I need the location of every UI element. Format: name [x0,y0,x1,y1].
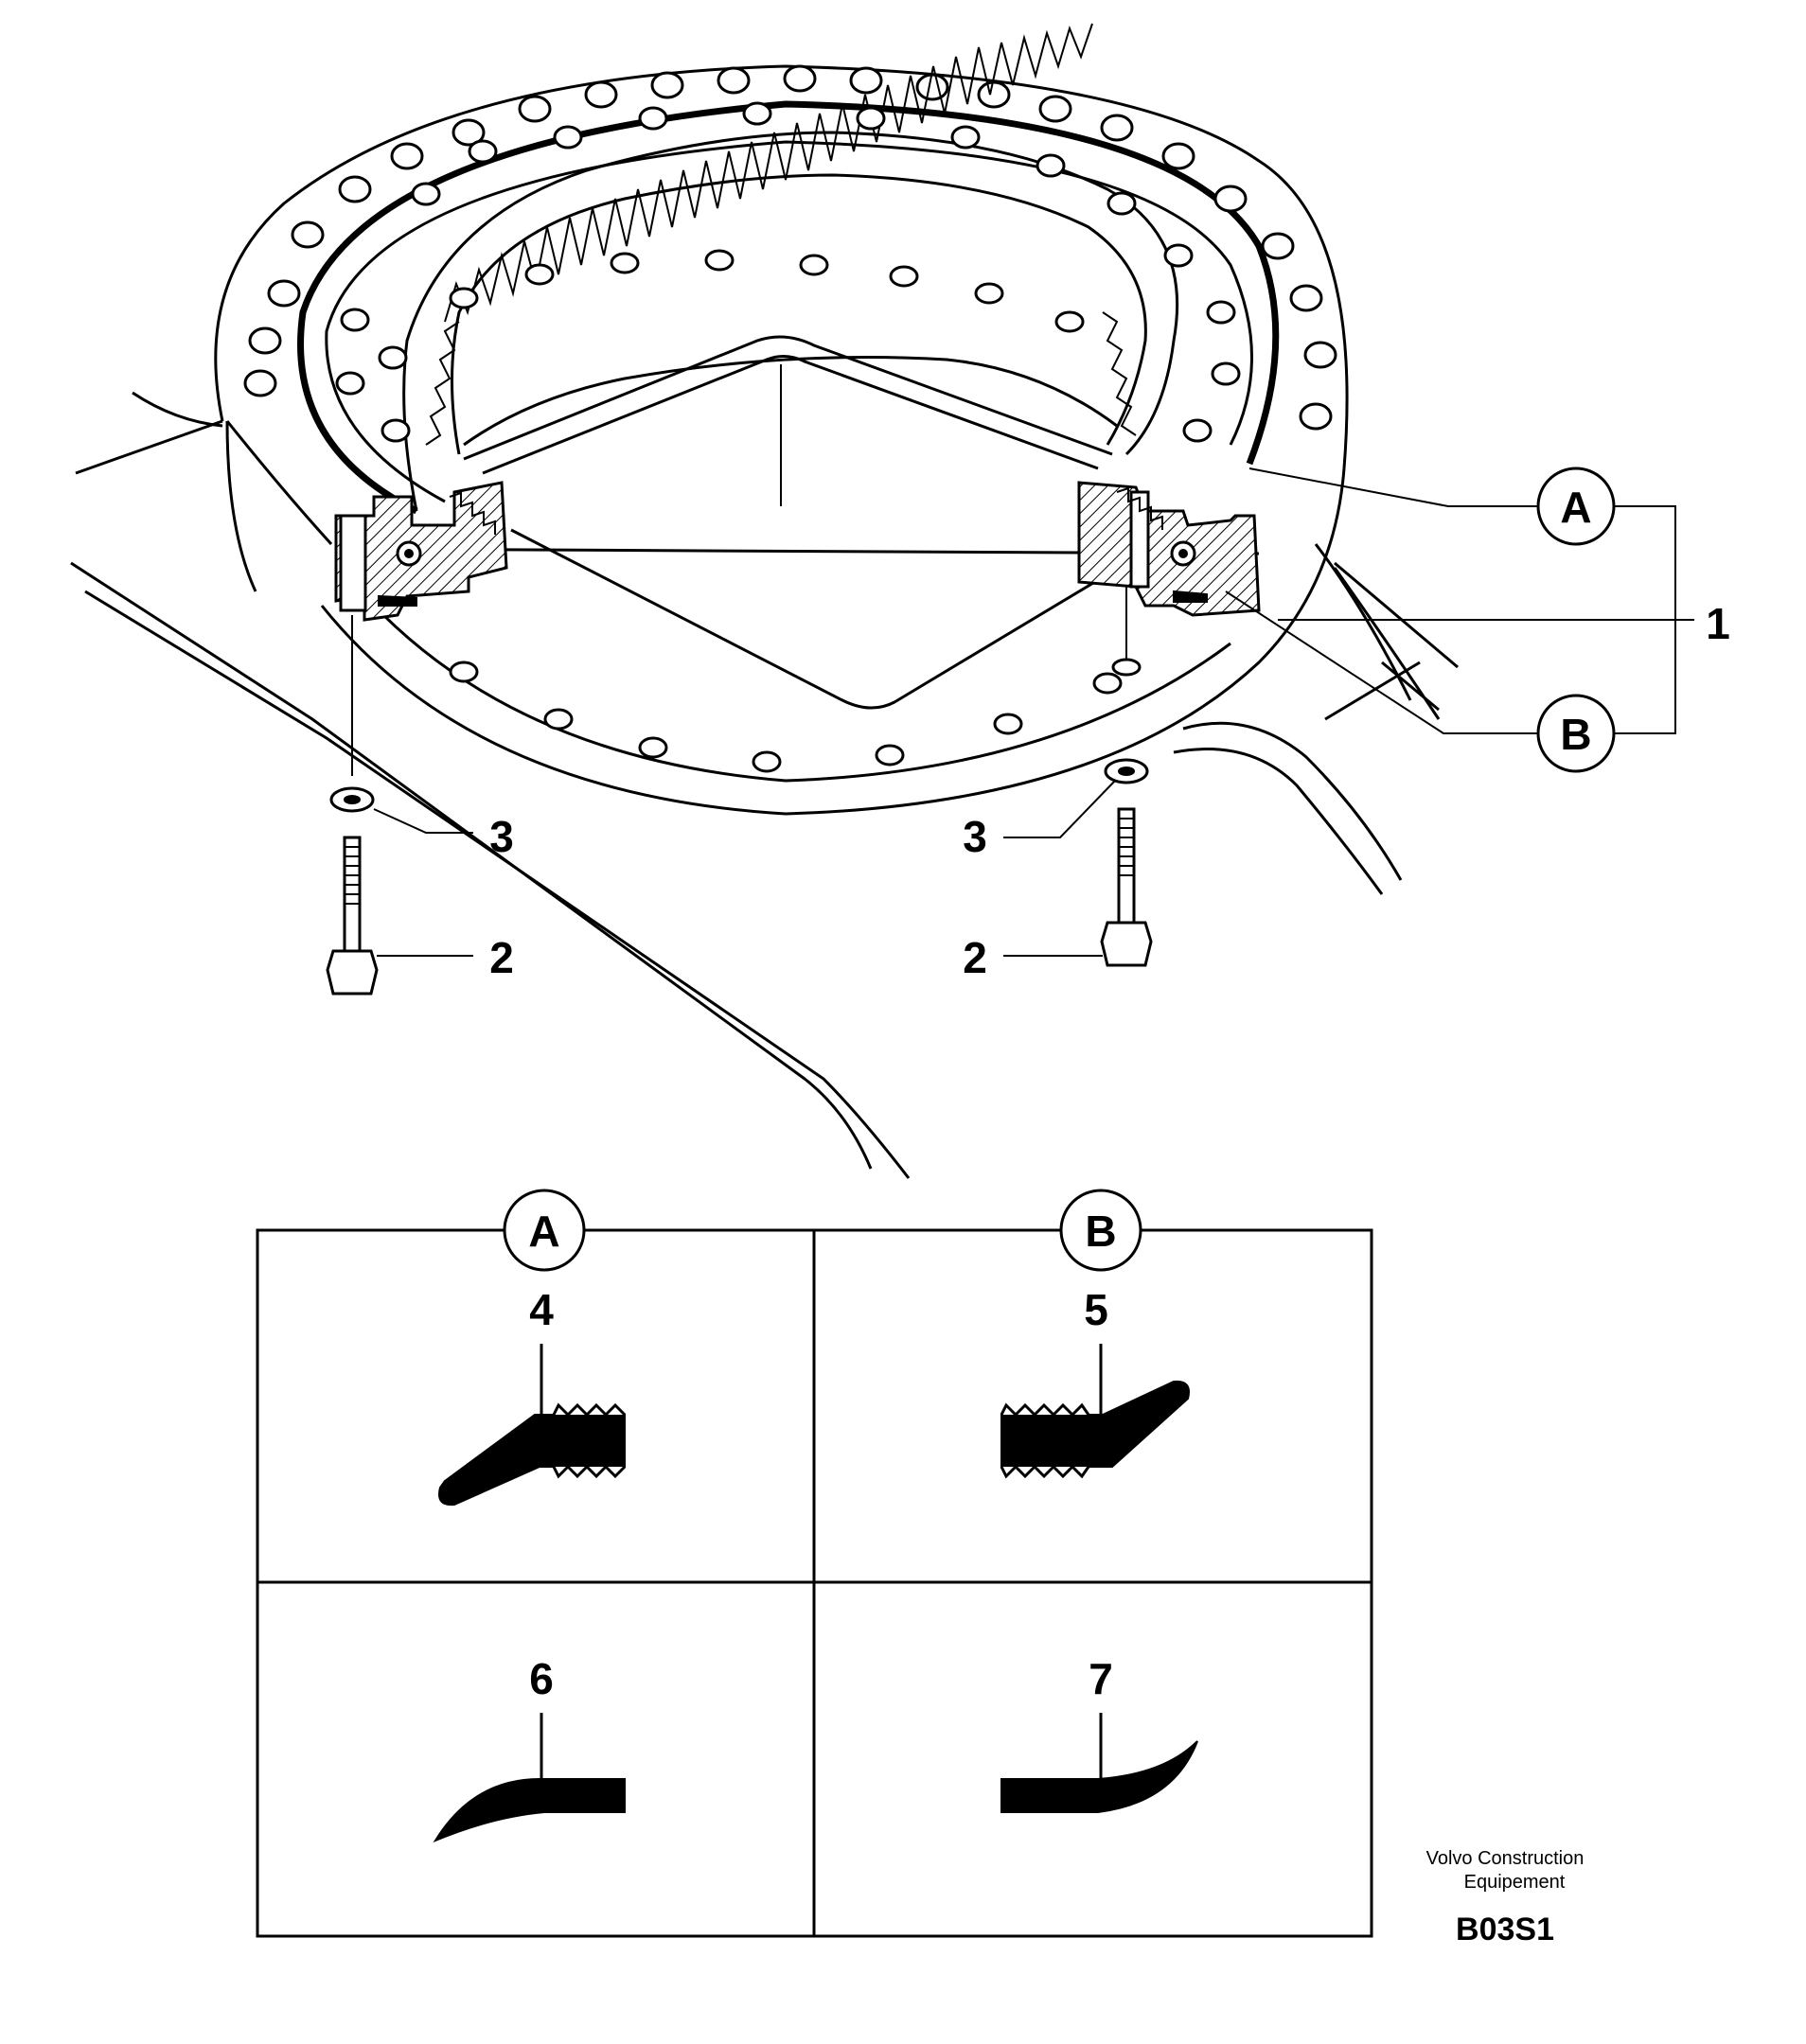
cell-4-number: 4 [529,1285,554,1334]
detail-header-b-text: B [1085,1207,1116,1256]
cell-5-number: 5 [1084,1285,1108,1334]
outer-bolt-holes [243,64,1337,431]
item-number-3-left: 3 [489,812,514,861]
seal-profile-7: 7 [1000,1654,1198,1813]
drawing-code: B03S1 [1456,1912,1554,1947]
callout-a: A [1536,467,1616,546]
frame-bolt-holes [449,249,1123,773]
seal-profile-4: 4 [438,1285,627,1507]
company-name-line1: Volvo Construction [1426,1848,1585,1869]
inner-bolt-holes [335,101,1241,443]
cell-6-number: 6 [529,1654,554,1703]
detail-header-a-text: A [528,1207,559,1256]
right-bolt-assembly [1100,758,1153,967]
left-section-cut [334,481,508,622]
cell-7-number: 7 [1089,1654,1113,1703]
inner-gear [402,23,1179,512]
chassis-outline [70,391,1459,1179]
detail-header-a: A [503,1189,586,1272]
callout-b: B [1536,694,1616,773]
callout-a-text: A [1560,483,1591,532]
right-section-cut [1077,481,1261,677]
item-number-2-right: 2 [963,933,987,982]
turntable-frame [463,335,1113,710]
left-bolt-assembly [326,615,379,996]
callout-b-text: B [1560,710,1591,759]
seal-profile-6: 6 [433,1654,626,1843]
seal-profile-5: 5 [1000,1285,1190,1479]
detail-table [256,1228,1373,1938]
item-number-1: 1 [1706,599,1730,648]
item-number-3-right: 3 [963,812,987,861]
leader-lines [373,467,1694,957]
company-name-line2: Equipement [1464,1872,1566,1893]
detail-header-b: B [1059,1189,1142,1272]
item-number-2-left: 2 [489,933,514,982]
